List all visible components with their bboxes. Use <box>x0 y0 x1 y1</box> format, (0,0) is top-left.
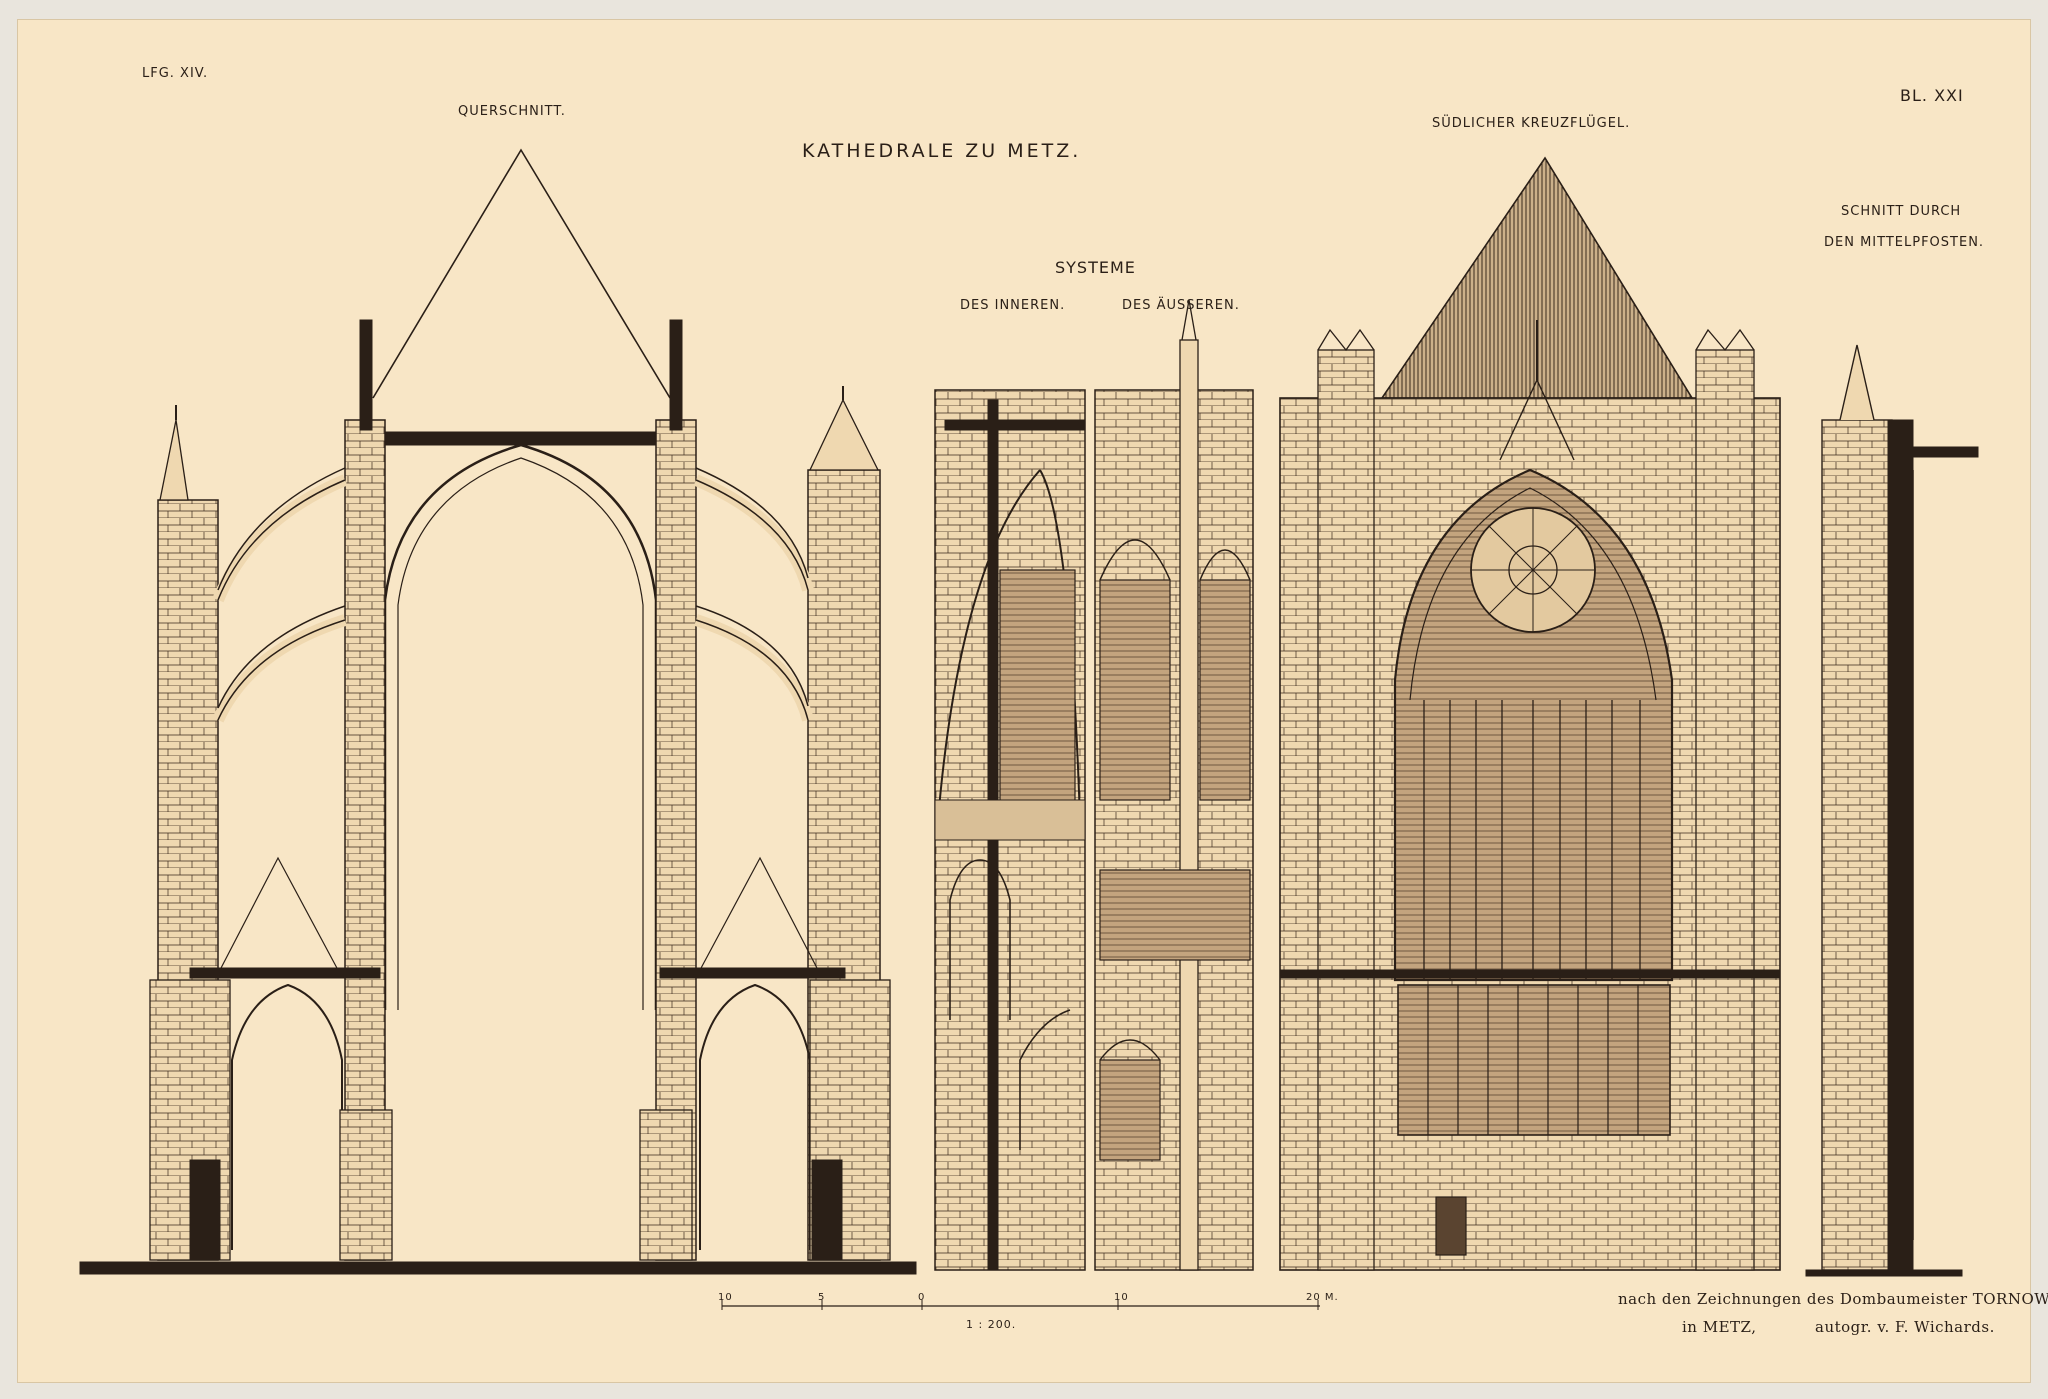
plate-blatt-label: BL. XXI <box>1900 86 1964 105</box>
main-title: KATHEDRALE ZU METZ. <box>802 140 1082 162</box>
querschnitt-drawing <box>79 148 917 1275</box>
systeme-ausseren-drawing <box>1094 299 1254 1271</box>
systeme-label: SYSTEME <box>1055 258 1136 277</box>
scale-tick-label: 10 <box>1114 1292 1129 1303</box>
querschnitt-roof-outline <box>372 148 671 399</box>
scale-tick-label: 20 M. <box>1306 1292 1339 1303</box>
scale-tick-label: 0 <box>918 1292 926 1303</box>
systeme-inneren-drawing <box>934 389 1086 1271</box>
kreuzfluegel-drawing <box>1279 156 1781 1271</box>
schnitt-label-line2: DEN MITTELPFOSTEN. <box>1824 235 1985 250</box>
systeme-inneren-label: DES INNEREN. <box>960 298 1066 313</box>
plate-lieferung-label: LFG. XIV. <box>142 66 209 81</box>
kreuzfluegel-door <box>1435 1196 1467 1256</box>
schnitt-label-line1: SCHNITT DURCH <box>1841 204 1962 219</box>
systeme-ausseren-label: DES ÄUSSEREN. <box>1122 298 1240 313</box>
querschnitt-label: QUERSCHNITT. <box>458 104 566 119</box>
scale-tick-label: 10 <box>718 1292 733 1303</box>
mittelpfosten-section-drawing <box>1805 344 1979 1277</box>
credit-line2-left: in METZ, <box>1682 1318 1757 1336</box>
querschnitt-tie-beam <box>372 431 671 446</box>
scale-ratio: 1 : 200. <box>966 1318 1017 1331</box>
scale-tick-label: 5 <box>818 1292 826 1303</box>
scale-bar <box>721 1300 1320 1310</box>
mittelpfosten-cut <box>1887 419 1914 1271</box>
kreuzfluegel-label: SÜDLICHER KREUZFLÜGEL. <box>1432 116 1631 131</box>
credit-line1: nach den Zeichnungen des Dombaumeister T… <box>1618 1290 2048 1308</box>
querschnitt-ground <box>79 1261 917 1275</box>
kreuzfluegel-lower-arcade <box>1397 984 1671 1136</box>
credit-line2-right: autogr. v. F. Wichards. <box>1815 1318 1995 1336</box>
